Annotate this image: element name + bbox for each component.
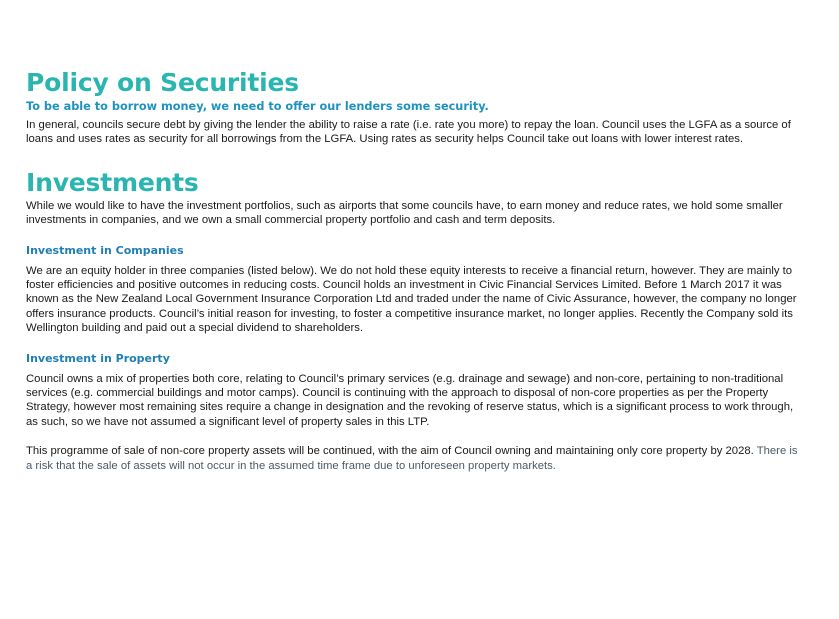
companies-body: We are an equity holder in three compani…	[26, 264, 797, 335]
programme-risk: There is a risk that the sale of assets …	[26, 445, 798, 472]
companies-heading: Investment in Companies	[26, 243, 184, 257]
document-page: Policy on Securities To be able to borro…	[26, 68, 800, 473]
investments-section: Investments While we would like to have …	[26, 168, 800, 473]
securities-body: In general, councils secure debt by givi…	[26, 119, 791, 146]
securities-title: Policy on Securities	[26, 68, 299, 97]
investments-body: While we would like to have the investme…	[26, 199, 783, 227]
investments-title: Investments	[26, 167, 199, 197]
securities-section: Policy on Securities To be able to borro…	[26, 68, 800, 147]
securities-subtitle: To be able to borrow money, we need to o…	[26, 100, 489, 113]
property-heading: Investment in Property	[26, 351, 170, 365]
programme-body: This programme of sale of non-core prope…	[26, 445, 757, 458]
programme-paragraph: This programme of sale of non-core prope…	[26, 444, 800, 473]
property-body: Council owns a mix of properties both co…	[26, 372, 794, 428]
